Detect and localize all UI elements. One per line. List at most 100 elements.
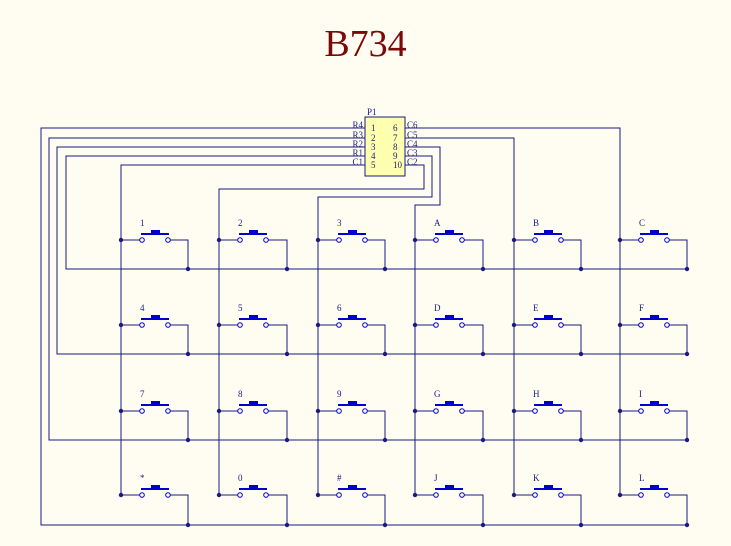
column-junction bbox=[511, 492, 517, 498]
switch-contact-right bbox=[362, 408, 368, 414]
switch-plunger bbox=[544, 230, 553, 234]
switch-contact-left bbox=[237, 492, 243, 498]
switch-plunger bbox=[445, 230, 454, 234]
key-label: G bbox=[434, 389, 441, 399]
switch-lead-right bbox=[563, 494, 582, 525]
key-label: 2 bbox=[238, 218, 243, 228]
switch-plunger bbox=[249, 485, 258, 489]
row-junction bbox=[578, 266, 584, 272]
net-label-right: C2 bbox=[407, 157, 418, 167]
switch-contact-left bbox=[532, 408, 538, 414]
net-c2 bbox=[218, 164, 425, 495]
key-label: C bbox=[639, 218, 645, 228]
key-label: 9 bbox=[337, 389, 342, 399]
column-junction bbox=[412, 237, 418, 243]
net-c1 bbox=[120, 164, 365, 495]
row-junction bbox=[480, 266, 486, 272]
switch-contact-right bbox=[459, 322, 465, 328]
column-junction bbox=[617, 408, 623, 414]
switch-contact-left bbox=[532, 492, 538, 498]
switch-contact-left bbox=[237, 408, 243, 414]
switch-lead-right bbox=[563, 324, 582, 354]
key-label: # bbox=[337, 473, 342, 483]
row-junction bbox=[284, 351, 290, 357]
switch-lead-right bbox=[268, 410, 288, 440]
switch-contact-left bbox=[139, 492, 145, 498]
switch-contact-right bbox=[362, 237, 368, 243]
switch-lead-right bbox=[367, 239, 386, 269]
switch-plunger bbox=[544, 401, 553, 405]
switch-contact-right bbox=[263, 408, 269, 414]
connector-body bbox=[364, 116, 406, 177]
row-junction bbox=[480, 351, 486, 357]
switch-contact-right bbox=[263, 322, 269, 328]
switch-lead-right bbox=[669, 410, 688, 440]
switch-contact-right bbox=[558, 322, 564, 328]
column-junction bbox=[617, 492, 623, 498]
row-junction bbox=[684, 522, 690, 528]
net-r4 bbox=[40, 127, 687, 526]
net-r3 bbox=[48, 137, 687, 441]
column-junction bbox=[118, 408, 124, 414]
column-junction bbox=[315, 492, 321, 498]
switch-contact-left bbox=[638, 408, 644, 414]
switch-plunger bbox=[249, 401, 258, 405]
switch-lead-right bbox=[268, 239, 288, 269]
row-junction bbox=[382, 522, 388, 528]
key-label: 7 bbox=[140, 389, 145, 399]
switch-plunger bbox=[445, 401, 454, 405]
column-junction bbox=[511, 322, 517, 328]
switch-contact-left bbox=[433, 492, 439, 498]
row-junction bbox=[284, 266, 290, 272]
key-label: F bbox=[639, 303, 644, 313]
switch-contact-left bbox=[532, 322, 538, 328]
switch-contact-right bbox=[459, 408, 465, 414]
column-junction bbox=[412, 408, 418, 414]
column-junction bbox=[412, 322, 418, 328]
switch-plunger bbox=[151, 315, 160, 319]
switch-lead-right bbox=[563, 239, 582, 269]
key-label: J bbox=[434, 473, 438, 483]
connector-pin-left: 1 bbox=[371, 123, 376, 133]
connector-pin-right: 10 bbox=[393, 160, 403, 170]
row-junction bbox=[480, 437, 486, 443]
net-label-left: R3 bbox=[352, 130, 363, 140]
page-title: B734 bbox=[324, 23, 407, 65]
switch-plunger bbox=[650, 485, 659, 489]
connector-pin-left: 3 bbox=[371, 142, 376, 152]
switch-plunger bbox=[151, 485, 160, 489]
connector-pin-left: 2 bbox=[371, 133, 376, 143]
switch-plunger bbox=[348, 315, 357, 319]
net-r2 bbox=[56, 146, 687, 355]
switch-contact-right bbox=[165, 237, 171, 243]
switch-contact-right bbox=[263, 237, 269, 243]
switch-contact-right bbox=[165, 322, 171, 328]
switch-contact-left bbox=[433, 322, 439, 328]
switch-plunger bbox=[445, 485, 454, 489]
net-c6 bbox=[405, 127, 621, 495]
switch-plunger bbox=[151, 230, 160, 234]
switch-plunger bbox=[544, 315, 553, 319]
row-junction bbox=[578, 351, 584, 357]
switch-contact-right bbox=[558, 408, 564, 414]
switch-plunger bbox=[348, 230, 357, 234]
switch-contact-right bbox=[459, 237, 465, 243]
switch-plunger bbox=[650, 401, 659, 405]
row-junction bbox=[578, 437, 584, 443]
switch-contact-left bbox=[336, 322, 342, 328]
key-label: I bbox=[639, 389, 642, 399]
column-junction bbox=[315, 408, 321, 414]
net-r1 bbox=[65, 155, 687, 270]
switch-plunger bbox=[650, 315, 659, 319]
switch-contact-right bbox=[263, 492, 269, 498]
switch-contact-right bbox=[664, 237, 670, 243]
column-junction bbox=[216, 322, 222, 328]
switch-lead-right bbox=[464, 324, 484, 354]
switch-contact-right bbox=[664, 322, 670, 328]
key-label: 8 bbox=[238, 389, 243, 399]
switch-contact-left bbox=[433, 237, 439, 243]
key-label: A bbox=[434, 218, 441, 228]
row-junction bbox=[480, 522, 486, 528]
key-label: 3 bbox=[337, 218, 342, 228]
switch-lead-right bbox=[464, 410, 484, 440]
